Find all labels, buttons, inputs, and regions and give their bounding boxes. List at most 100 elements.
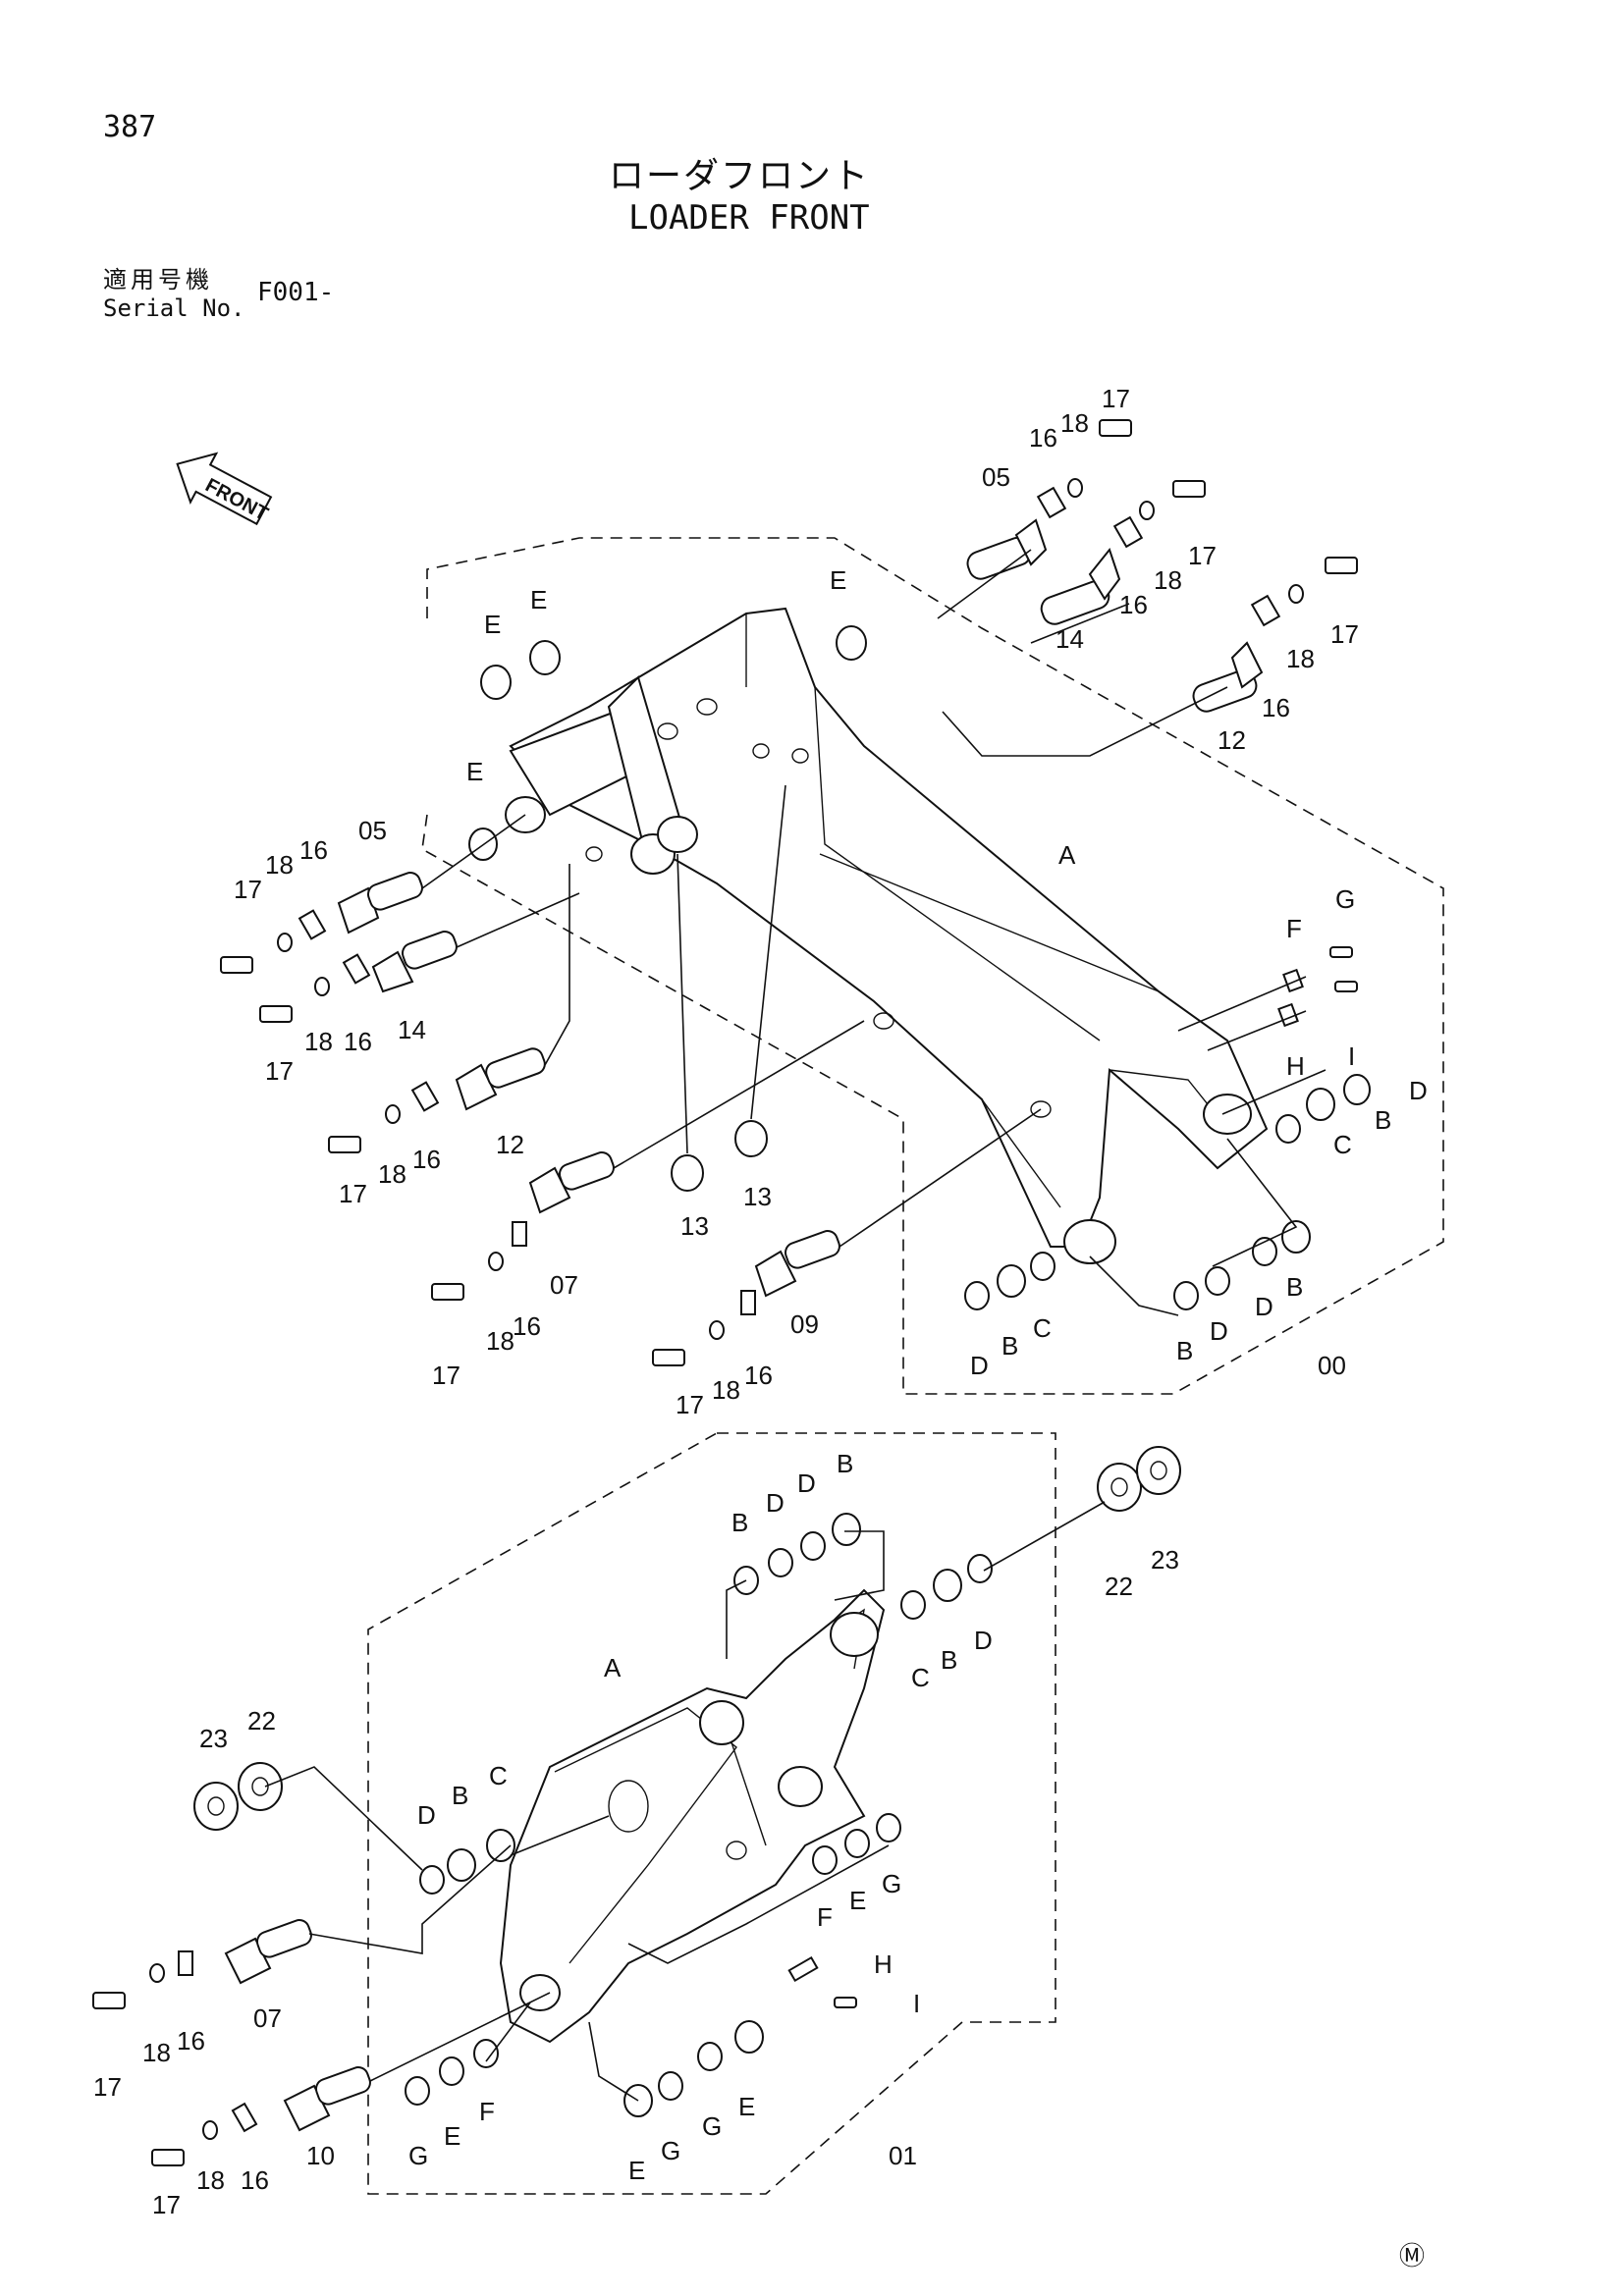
label-05: 05 — [358, 816, 387, 845]
label-G: G — [408, 2141, 428, 2170]
upper-assembly-00 — [220, 419, 1444, 1395]
label-16: 16 — [744, 1361, 773, 1390]
label-18: 18 — [486, 1326, 514, 1356]
label-C: C — [1333, 1130, 1352, 1159]
assembly-01-boundary — [367, 1432, 1056, 2195]
label-17: 17 — [93, 2072, 122, 2102]
label-17: 17 — [1188, 541, 1217, 570]
label-05: 05 — [982, 462, 1010, 492]
label-E: E — [628, 2156, 645, 2185]
label-18: 18 — [304, 1027, 333, 1056]
label-17: 17 — [1102, 384, 1130, 413]
label-B: B — [1286, 1272, 1303, 1302]
front-direction-arrow: FRONT — [176, 452, 273, 525]
label-18: 18 — [378, 1159, 406, 1189]
label-E: E — [466, 757, 483, 786]
lower-assembly-01 — [92, 1432, 1181, 2195]
quick-coupler-frame — [499, 1588, 886, 2044]
label-D: D — [970, 1351, 989, 1380]
label-17: 17 — [432, 1361, 460, 1390]
label-A: A — [604, 1653, 622, 1682]
label-D: D — [1210, 1316, 1228, 1346]
pin-05-top — [966, 518, 1048, 580]
label-12: 12 — [1218, 725, 1246, 755]
label-16: 16 — [299, 835, 328, 865]
label-16: 16 — [1262, 693, 1290, 722]
label-16: 16 — [344, 1027, 372, 1056]
label-07: 07 — [550, 1270, 578, 1300]
maker-mark: Ⓜ — [1399, 2242, 1426, 2271]
label-23: 23 — [199, 1724, 228, 1753]
serial-label: Serial No. — [103, 294, 245, 322]
label-E: E — [830, 565, 846, 595]
label-17: 17 — [676, 1390, 704, 1419]
serial-label-japanese: 適用号機 — [103, 266, 213, 294]
label-F: F — [479, 2097, 495, 2126]
label-G: G — [702, 2111, 722, 2141]
label-C: C — [489, 1761, 508, 1790]
serial-value: F001- — [257, 278, 335, 307]
label-B: B — [837, 1449, 853, 1478]
pin-07 — [528, 1151, 615, 1214]
label-01: 01 — [889, 2141, 917, 2170]
label-D: D — [417, 1800, 436, 1830]
label-00: 00 — [1318, 1351, 1346, 1380]
label-07: 07 — [253, 2003, 282, 2033]
label-17: 17 — [339, 1179, 367, 1208]
label-14: 14 — [1056, 624, 1084, 654]
pin-14-left — [371, 931, 458, 993]
label-17: 17 — [234, 875, 262, 904]
label-G: G — [661, 2136, 680, 2165]
label-E: E — [444, 2121, 460, 2151]
boom-arm — [509, 607, 1269, 1248]
label-18: 18 — [265, 850, 294, 880]
assembly-00-boundary — [421, 537, 1444, 1395]
page-number: 387 — [103, 110, 157, 144]
label-13: 13 — [743, 1182, 772, 1211]
label-F: F — [1286, 914, 1302, 943]
page-title-japanese: ローダフロント — [609, 156, 871, 196]
label-B: B — [452, 1781, 468, 1810]
pin-09 — [754, 1230, 840, 1298]
label-17: 17 — [265, 1056, 294, 1086]
pin-12-left — [455, 1047, 546, 1111]
label-18: 18 — [1060, 408, 1089, 438]
label-E: E — [849, 1886, 866, 1915]
label-14: 14 — [398, 1015, 426, 1044]
label-17: 17 — [152, 2190, 181, 2219]
label-D: D — [1409, 1076, 1428, 1105]
label-18: 18 — [712, 1375, 740, 1405]
label-E: E — [738, 2092, 755, 2121]
pin-12-top — [1192, 641, 1264, 713]
callout-labels: 17 18 16 05 17 18 16 14 17 18 16 12 E E … — [93, 384, 1428, 2219]
label-18: 18 — [142, 2038, 171, 2067]
label-09: 09 — [790, 1309, 819, 1339]
label-E: E — [530, 585, 547, 614]
label-16: 16 — [1119, 590, 1148, 619]
label-16: 16 — [412, 1145, 441, 1174]
label-B: B — [1176, 1336, 1193, 1365]
page-title: LOADER FRONT — [628, 198, 870, 238]
label-I: I — [1348, 1041, 1355, 1071]
label-16: 16 — [513, 1311, 541, 1341]
label-10: 10 — [306, 2141, 335, 2170]
label-H: H — [1286, 1051, 1305, 1081]
label-I: I — [913, 1989, 920, 2018]
label-22: 22 — [247, 1706, 276, 1735]
label-13: 13 — [680, 1211, 709, 1241]
label-18: 18 — [1154, 565, 1182, 595]
pin-10 — [283, 2066, 371, 2132]
label-18: 18 — [1286, 644, 1315, 673]
pin-14-top — [1040, 547, 1121, 625]
label-G: G — [1335, 884, 1355, 914]
label-D: D — [766, 1488, 785, 1518]
label-16: 16 — [177, 2026, 205, 2056]
label-18: 18 — [196, 2165, 225, 2195]
label-23: 23 — [1151, 1545, 1179, 1575]
label-22: 22 — [1105, 1572, 1133, 1601]
label-B: B — [1375, 1105, 1391, 1135]
label-C: C — [911, 1663, 930, 1692]
label-E: E — [484, 610, 501, 639]
label-D: D — [797, 1468, 816, 1498]
